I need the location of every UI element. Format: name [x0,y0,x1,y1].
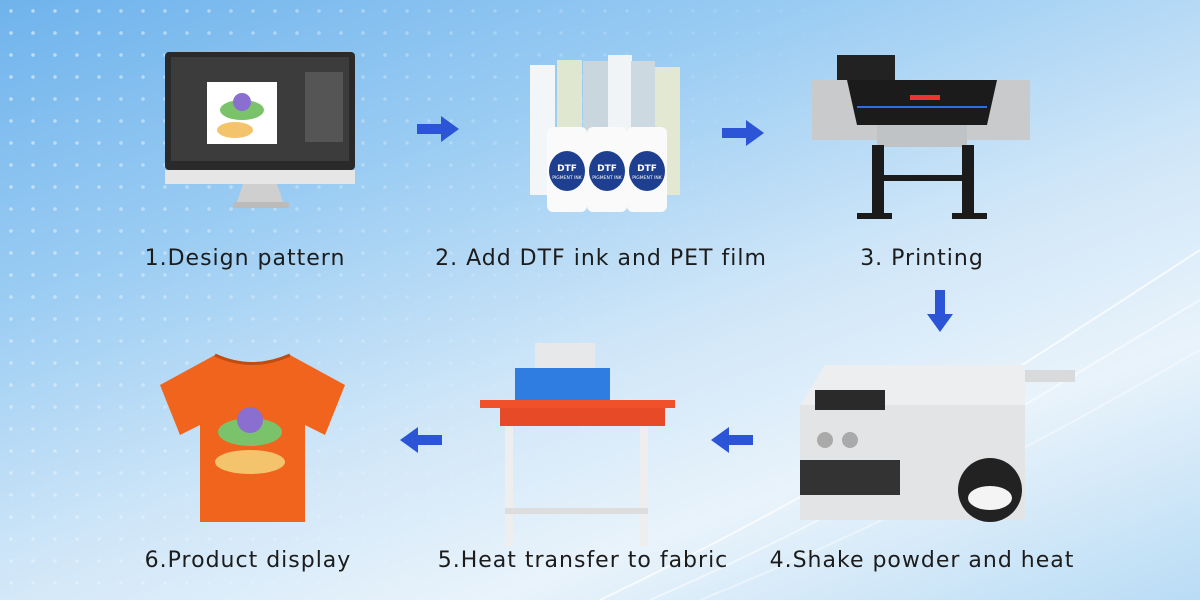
arrow-right-icon [417,116,459,142]
step-1-label: 1.Design pattern [144,246,346,271]
bottle-sublabel: PIGMENT INK [552,175,582,181]
step-4-label: 4.Shake powder and heat [769,548,1075,573]
bottle-label: DTF [637,164,657,174]
dtf-printer-illustration [812,55,1030,219]
dtf-ink-and-pet-film-illustration: DTF DTF DTF PIGMENT INK PIGMENT INK PIGM… [530,55,680,212]
step-3-label: 3. Printing [860,246,984,271]
arrow-down-icon [927,290,953,332]
computer-monitor-illustration [165,52,355,208]
bottle-sublabel: PIGMENT INK [632,175,662,181]
step-6-label: 6.Product display [144,548,352,573]
arrow-right-icon [722,120,764,146]
t-shirt-product-illustration [160,353,345,522]
bottle-label: DTF [557,164,577,174]
bottle-label: DTF [597,164,617,174]
step-5-label: 5.Heat transfer to fabric [437,548,729,573]
arrow-left-icon [400,427,442,453]
arrow-left-icon [711,427,753,453]
heat-press-machine-illustration [480,343,675,546]
bottle-sublabel: PIGMENT INK [592,175,622,181]
step-2-label: 2. Add DTF ink and PET film [435,246,767,271]
powder-shaker-illustration [800,365,1075,522]
